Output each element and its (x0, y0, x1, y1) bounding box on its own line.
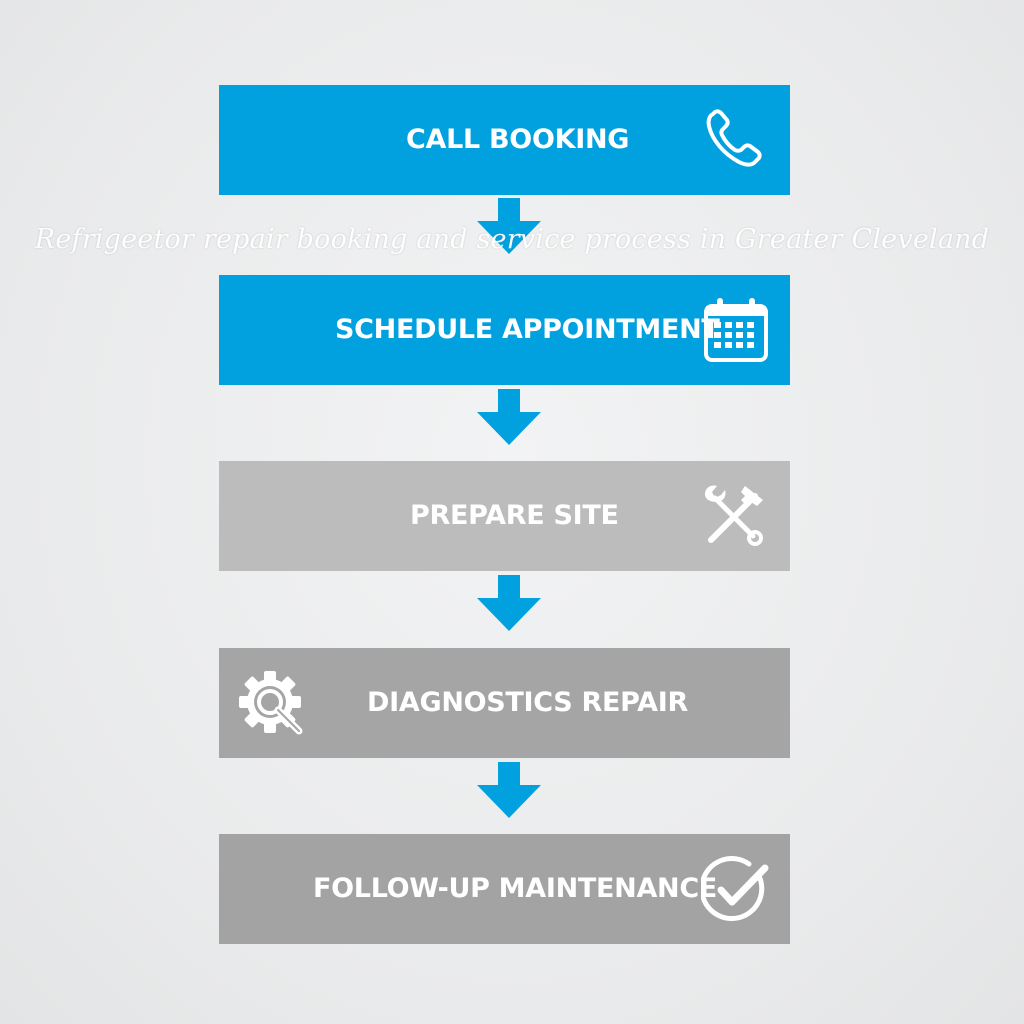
step-schedule-appointment: SCHEDULE APPOINTMENT (219, 275, 790, 385)
step-diagnostics-repair: DIAGNOSTICS REPAIR (219, 648, 790, 758)
step-label: SCHEDULE APPOINTMENT (335, 314, 720, 345)
checkmark-circle-icon (701, 854, 773, 926)
step-label: DIAGNOSTICS REPAIR (367, 687, 689, 718)
step-prepare-site: PREPARE SITE (219, 461, 790, 571)
step-label: CALL BOOKING (406, 124, 630, 155)
step-follow-up-maintenance: FOLLOW-UP MAINTENANCE (219, 834, 790, 944)
arrow-down-icon (475, 389, 543, 445)
arrow-down-icon (475, 762, 543, 818)
step-label: PREPARE SITE (410, 500, 619, 531)
step-label: FOLLOW-UP MAINTENANCE (313, 873, 718, 904)
arrow-down-icon (475, 575, 543, 631)
calendar-icon (700, 294, 772, 366)
step-call-booking: CALL BOOKING (219, 85, 790, 195)
gear-magnifier-icon (235, 667, 307, 739)
phone-icon (699, 104, 771, 176)
arrow-down-icon (475, 198, 543, 254)
wrench-hammer-icon (697, 480, 769, 552)
diagram-caption: Refrigeetor repair booking and service p… (34, 224, 990, 255)
